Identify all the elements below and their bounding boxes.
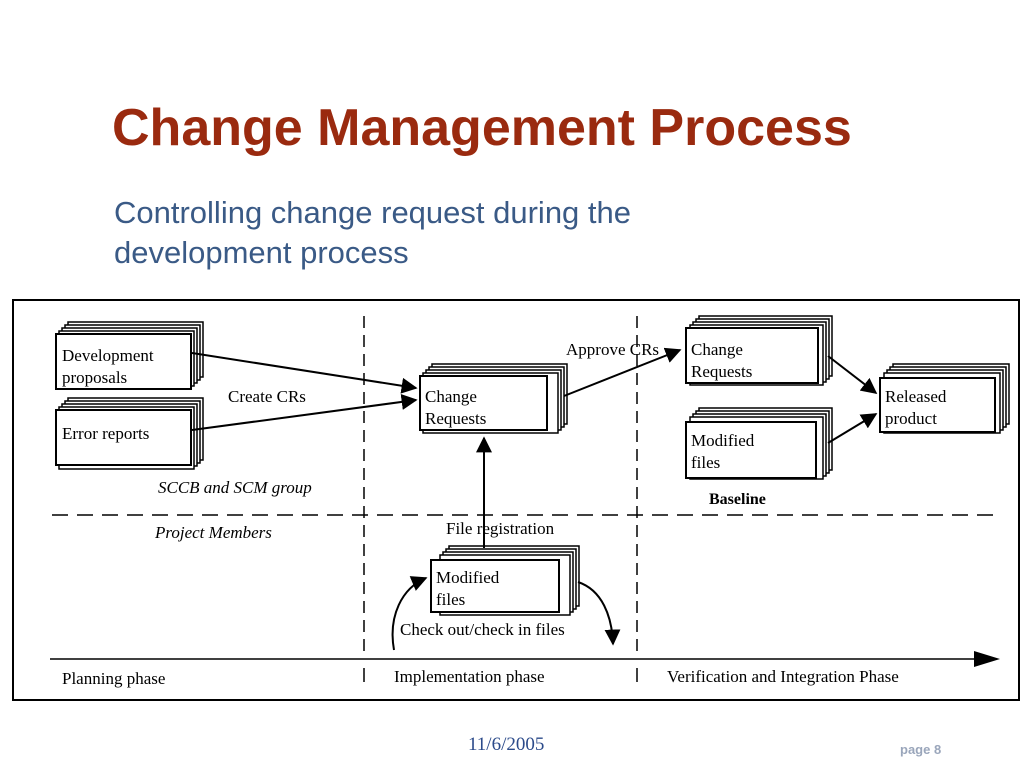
label-project-members: Project Members	[154, 523, 272, 542]
slide-date: 11/6/2005	[468, 734, 545, 755]
box-change-requests-center: Change Requests	[419, 363, 568, 434]
box-development-proposals: Development proposals	[55, 321, 204, 390]
mf-members-line-2: files	[436, 590, 465, 609]
label-approve-crs: Approve CRs	[566, 340, 659, 359]
box-released-product: Released product	[879, 363, 1010, 434]
phase-planning: Planning phase	[62, 669, 165, 688]
cr-baseline-line-2: Requests	[691, 362, 752, 381]
dev-proposals-line-2: proposals	[62, 368, 127, 387]
subtitle-line-1: Controlling change request during the	[114, 195, 632, 230]
arrow-checkout-left	[391, 576, 428, 651]
released-product-line-2: product	[885, 409, 937, 428]
dev-proposals-line-1: Development	[62, 346, 154, 365]
mf-members-line-1: Modified	[436, 568, 500, 587]
label-create-crs: Create CRs	[228, 387, 306, 406]
arrow-proposals-to-cr	[191, 352, 418, 394]
box-error-reports: Error reports	[55, 397, 204, 470]
arrow-checkin-right	[577, 581, 621, 646]
slide-subtitle: Controlling change request during the de…	[114, 193, 814, 273]
change-management-diagram: Development proposals Error reports Chan…	[12, 299, 1020, 701]
label-checkout-checkin: Check out/check in files	[400, 620, 565, 639]
mf-baseline-line-1: Modified	[691, 431, 755, 450]
error-reports-label: Error reports	[62, 424, 149, 443]
arrow-cr-to-approved	[563, 347, 682, 397]
timeline-arrowhead	[974, 651, 1000, 667]
arrow-errors-to-cr	[191, 393, 418, 431]
box-modified-files-baseline: Modified files	[685, 407, 833, 480]
subtitle-line-2: development process	[114, 235, 409, 270]
phase-verification: Verification and Integration Phase	[667, 667, 899, 686]
arrow-approved-to-product	[827, 355, 878, 394]
slide-page-number: page 8	[900, 742, 942, 757]
box-change-requests-baseline: Change Requests	[685, 315, 833, 386]
phase-implementation: Implementation phase	[394, 667, 545, 686]
label-baseline: Baseline	[709, 491, 766, 508]
slide-title: Change Management Process	[112, 99, 852, 157]
cr-center-line-1: Change	[425, 387, 477, 406]
arrow-files-to-product	[827, 413, 878, 444]
label-sccb-group: SCCB and SCM group	[158, 478, 312, 497]
released-product-line-1: Released	[885, 387, 947, 406]
label-file-registration: File registration	[446, 519, 555, 538]
mf-baseline-line-2: files	[691, 453, 720, 472]
cr-baseline-line-1: Change	[691, 340, 743, 359]
cr-center-line-2: Requests	[425, 409, 486, 428]
box-modified-files-members: Modified files	[430, 545, 580, 616]
